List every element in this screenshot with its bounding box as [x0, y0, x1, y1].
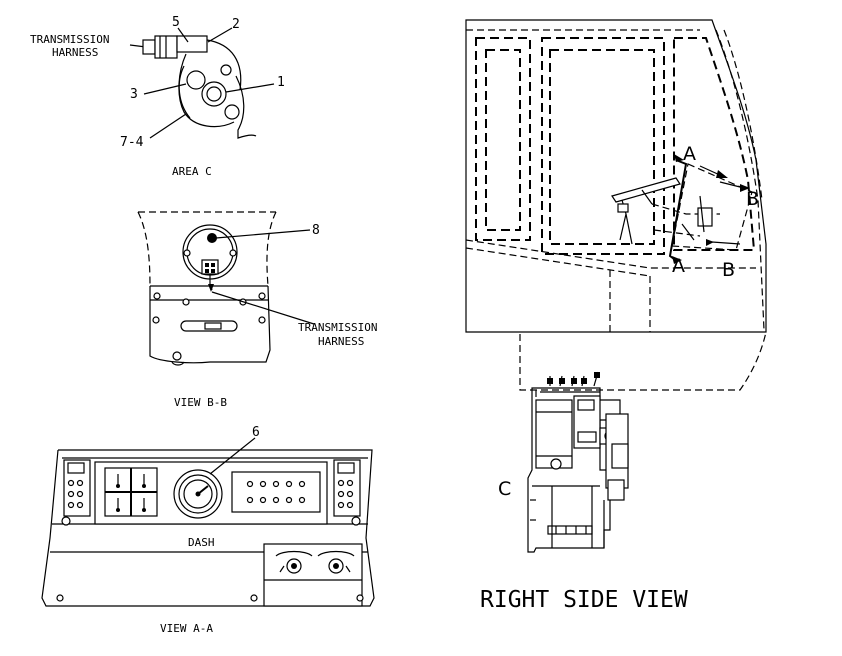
- callout-8: 8: [312, 223, 320, 238]
- view-aa-title: VIEW A-A: [160, 622, 213, 635]
- section-a-bottom: A: [672, 255, 685, 277]
- section-a-top: A: [683, 143, 696, 165]
- callout-3: 3: [130, 87, 138, 102]
- view-bb-title: VIEW B-B: [174, 396, 227, 409]
- section-marker-box: [668, 154, 753, 264]
- section-b-top: B: [746, 188, 759, 210]
- transmission-oil-temperature-gauge: [173, 469, 223, 519]
- area-c-detail: TRANSMISSION HARNESS 5 2 1 3: [30, 15, 285, 178]
- transmission-assembly: [527, 371, 629, 553]
- area-c-harness-label-line2: HARNESS: [52, 46, 98, 59]
- dash-label: DASH: [188, 536, 215, 549]
- right-side-view: A A B B: [465, 19, 767, 613]
- view-bb-harness-label-line1: TRANSMISSION: [298, 321, 377, 334]
- area-c-title: AREA C: [172, 165, 212, 178]
- harness-connector: [142, 35, 208, 59]
- callout-1: 1: [277, 75, 285, 90]
- temperature-gauge: [182, 224, 238, 292]
- steering-column: [611, 177, 720, 245]
- view-bb-detail: 8 TRANSMISSION HARNESS VIEW B-B: [137, 211, 377, 409]
- right-side-view-title: RIGHT SIDE VIEW: [480, 587, 688, 613]
- area-c-marker: C: [498, 478, 511, 500]
- callout-2: 2: [232, 17, 240, 32]
- temperature-sender: [186, 64, 240, 120]
- indicator-lights: [246, 480, 306, 504]
- section-b-bottom: B: [722, 259, 735, 281]
- view-bb-harness-label-line2: HARNESS: [318, 335, 364, 348]
- area-c-harness-label-line1: TRANSMISSION: [30, 33, 109, 46]
- callout-7-4: 7-4: [120, 135, 144, 150]
- quad-gauge-panel: [104, 467, 158, 517]
- view-aa-dash-detail: 6 DASH VIEW A-A: [41, 425, 375, 635]
- callout-5: 5: [172, 15, 180, 30]
- callout-6: 6: [252, 425, 260, 440]
